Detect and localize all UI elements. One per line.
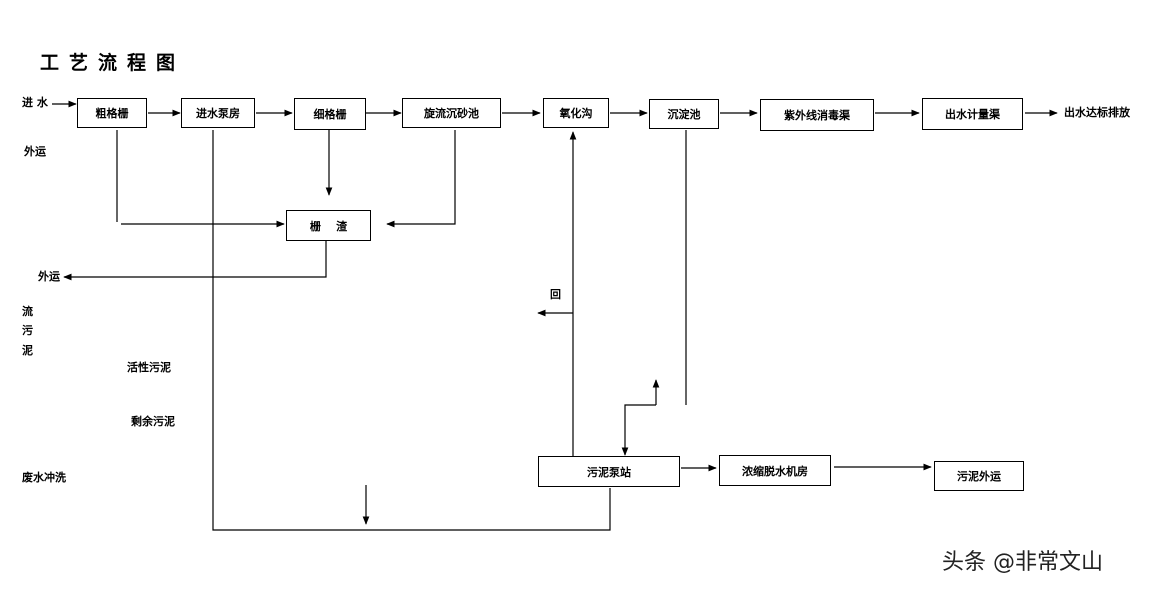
dewatering-box: 浓缩脱水机房 xyxy=(719,455,831,486)
line-bottom-loop xyxy=(212,130,611,531)
flow-meter-box: 出水计量渠 xyxy=(922,98,1023,130)
sludge-pump-box: 污泥泵站 xyxy=(538,456,680,487)
grit-chamber-box: 旋流沉砂池 xyxy=(402,98,501,128)
arrow-to-sludge-pump xyxy=(621,404,656,456)
fine-screen-box: 细格栅 xyxy=(294,98,366,130)
outhaul-label-top: 外运 xyxy=(24,145,46,158)
excess-sludge-label: 剩余污泥 xyxy=(131,415,175,428)
oxidation-ditch-box: 氧化沟 xyxy=(543,98,609,128)
arrow-screenings-outhaul xyxy=(63,240,327,281)
vertical-label-3: 泥 xyxy=(22,344,33,357)
discharge-label: 出水达标排放 xyxy=(1064,106,1130,119)
return-label: 回 xyxy=(550,288,561,301)
inlet-pump-box: 进水泵房 xyxy=(181,98,255,128)
activated-sludge-label: 活性污泥 xyxy=(127,361,171,374)
sludge-outhaul-box: 污泥外运 xyxy=(934,461,1024,491)
uv-channel-box: 紫外线消毒渠 xyxy=(760,99,874,131)
wastewater-wash-label: 废水冲洗 xyxy=(22,471,66,484)
watermark: 头条 @非常文山 xyxy=(942,550,1103,575)
vertical-label-1: 流 xyxy=(22,305,33,318)
sedimentation-box: 沉淀池 xyxy=(649,99,719,129)
inflow-label: 进 水 xyxy=(22,96,48,109)
coarse-screen-box: 粗格栅 xyxy=(77,98,147,128)
page-title: 工艺流程图 xyxy=(40,52,186,74)
vertical-label-2: 污 xyxy=(22,324,33,337)
arrow-grit-to-screenings xyxy=(386,130,456,228)
outhaul-label-mid: 外运 xyxy=(38,270,60,283)
screenings-box: 栅 渣 xyxy=(286,210,371,241)
